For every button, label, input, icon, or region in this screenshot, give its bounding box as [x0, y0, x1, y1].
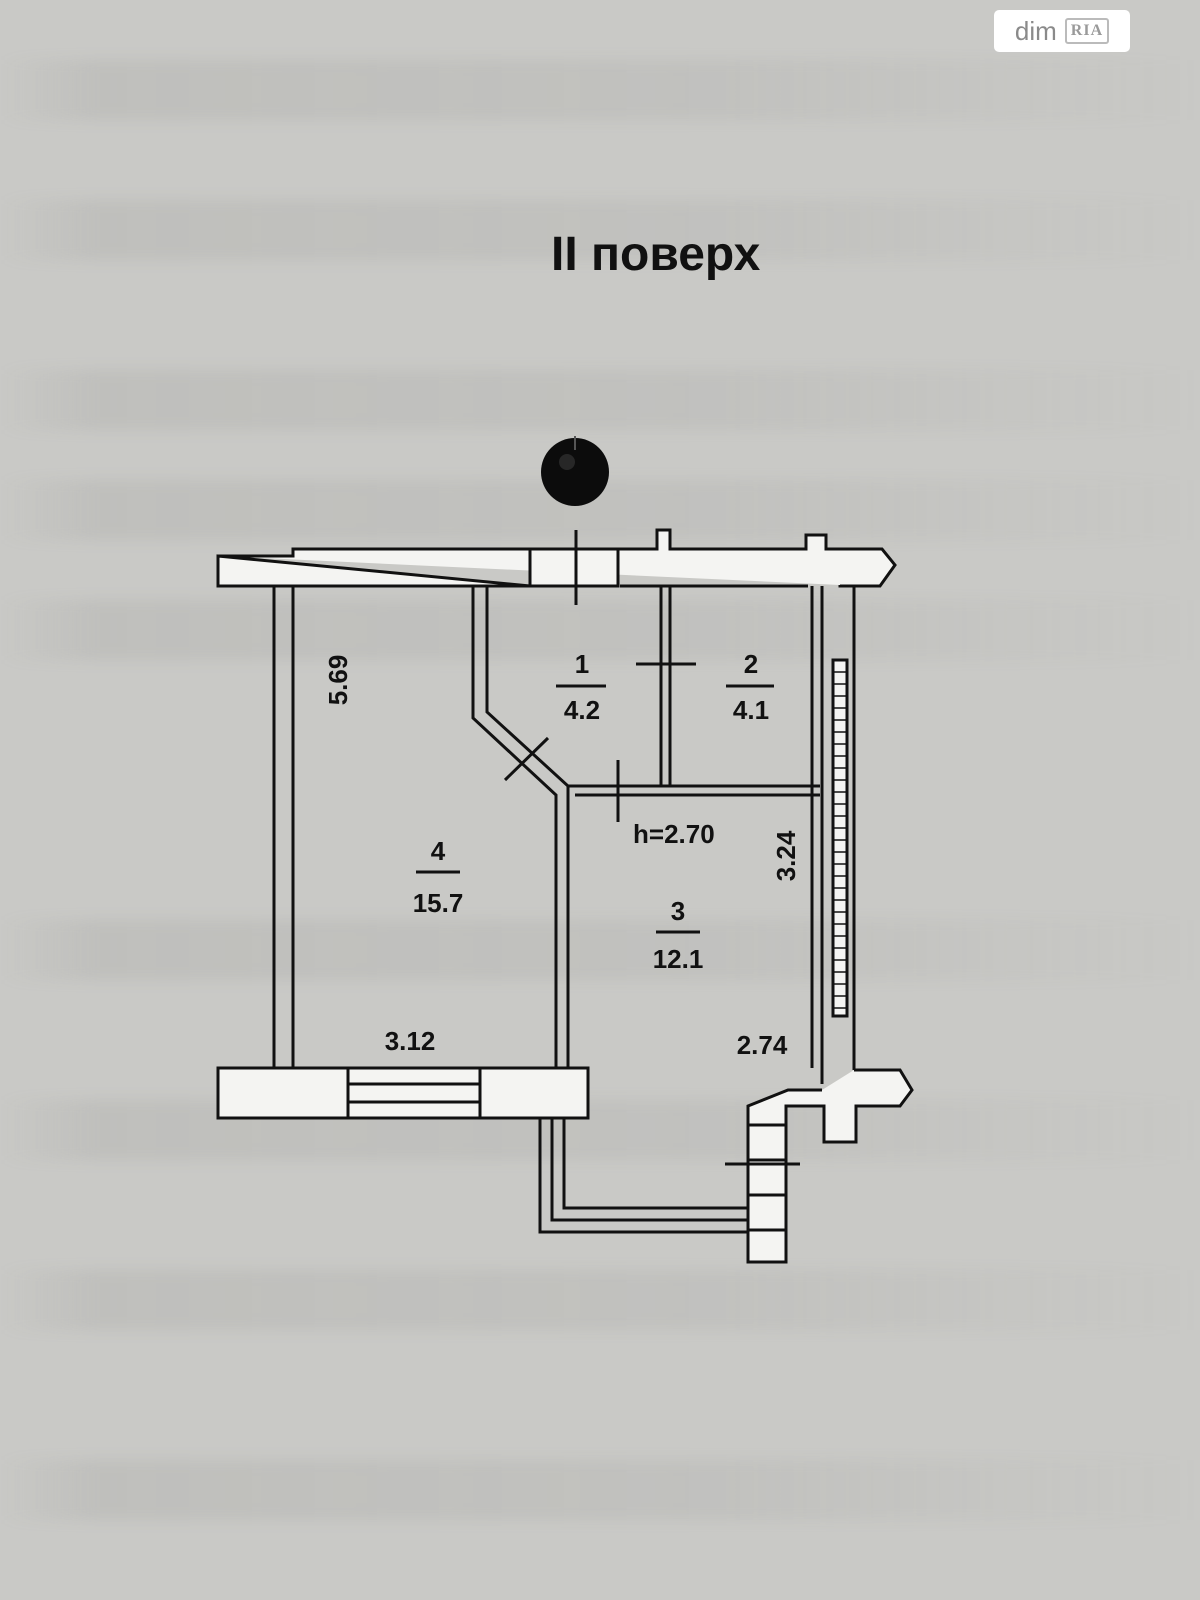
room3-top-wall	[568, 784, 820, 797]
floor-title: II поверх	[551, 228, 761, 281]
bottom-window	[346, 1066, 482, 1120]
room3-height-dimension: 3.24	[771, 830, 801, 881]
room2-number: 2	[744, 649, 758, 679]
room3-number: 3	[671, 896, 685, 926]
north-marker-icon	[541, 438, 609, 506]
room1-number: 1	[575, 649, 589, 679]
background-text-band	[0, 1460, 1200, 1520]
vent-shaft	[831, 658, 849, 1018]
background-text-band	[0, 920, 1200, 980]
top-entrance-block	[528, 547, 620, 588]
balcony	[538, 1118, 748, 1234]
room4-height-dimension: 5.69	[323, 655, 353, 706]
watermark-brand-mark: RIA	[1064, 18, 1110, 44]
background-text-band	[0, 370, 1200, 430]
dim-ria-watermark: dim RIA	[994, 10, 1130, 52]
ceiling-height: h=2.70	[633, 819, 715, 849]
room3-width-dimension: 2.74	[737, 1030, 788, 1060]
room4-width-dimension: 3.12	[385, 1026, 436, 1056]
room1-door-mark	[503, 736, 550, 782]
vent-shaft-hatching	[833, 671, 847, 1009]
background-text-band	[0, 600, 1200, 660]
bottom-right-wall	[746, 1068, 914, 1264]
room2-area: 4.1	[733, 695, 769, 725]
room4-area: 15.7	[413, 888, 464, 918]
background-text-band	[0, 60, 1200, 120]
room1-left-wall	[471, 586, 558, 1068]
stair-treads	[748, 1123, 786, 1232]
background-text-band	[0, 200, 1200, 260]
room1-left-wall	[485, 586, 570, 1068]
room3-area: 12.1	[653, 944, 704, 974]
room1-area: 4.2	[564, 695, 600, 725]
watermark-brand: dim	[1014, 15, 1057, 46]
room4-number: 4	[431, 836, 446, 866]
background-text-band	[0, 1100, 1200, 1160]
background-text-band	[0, 1270, 1200, 1330]
